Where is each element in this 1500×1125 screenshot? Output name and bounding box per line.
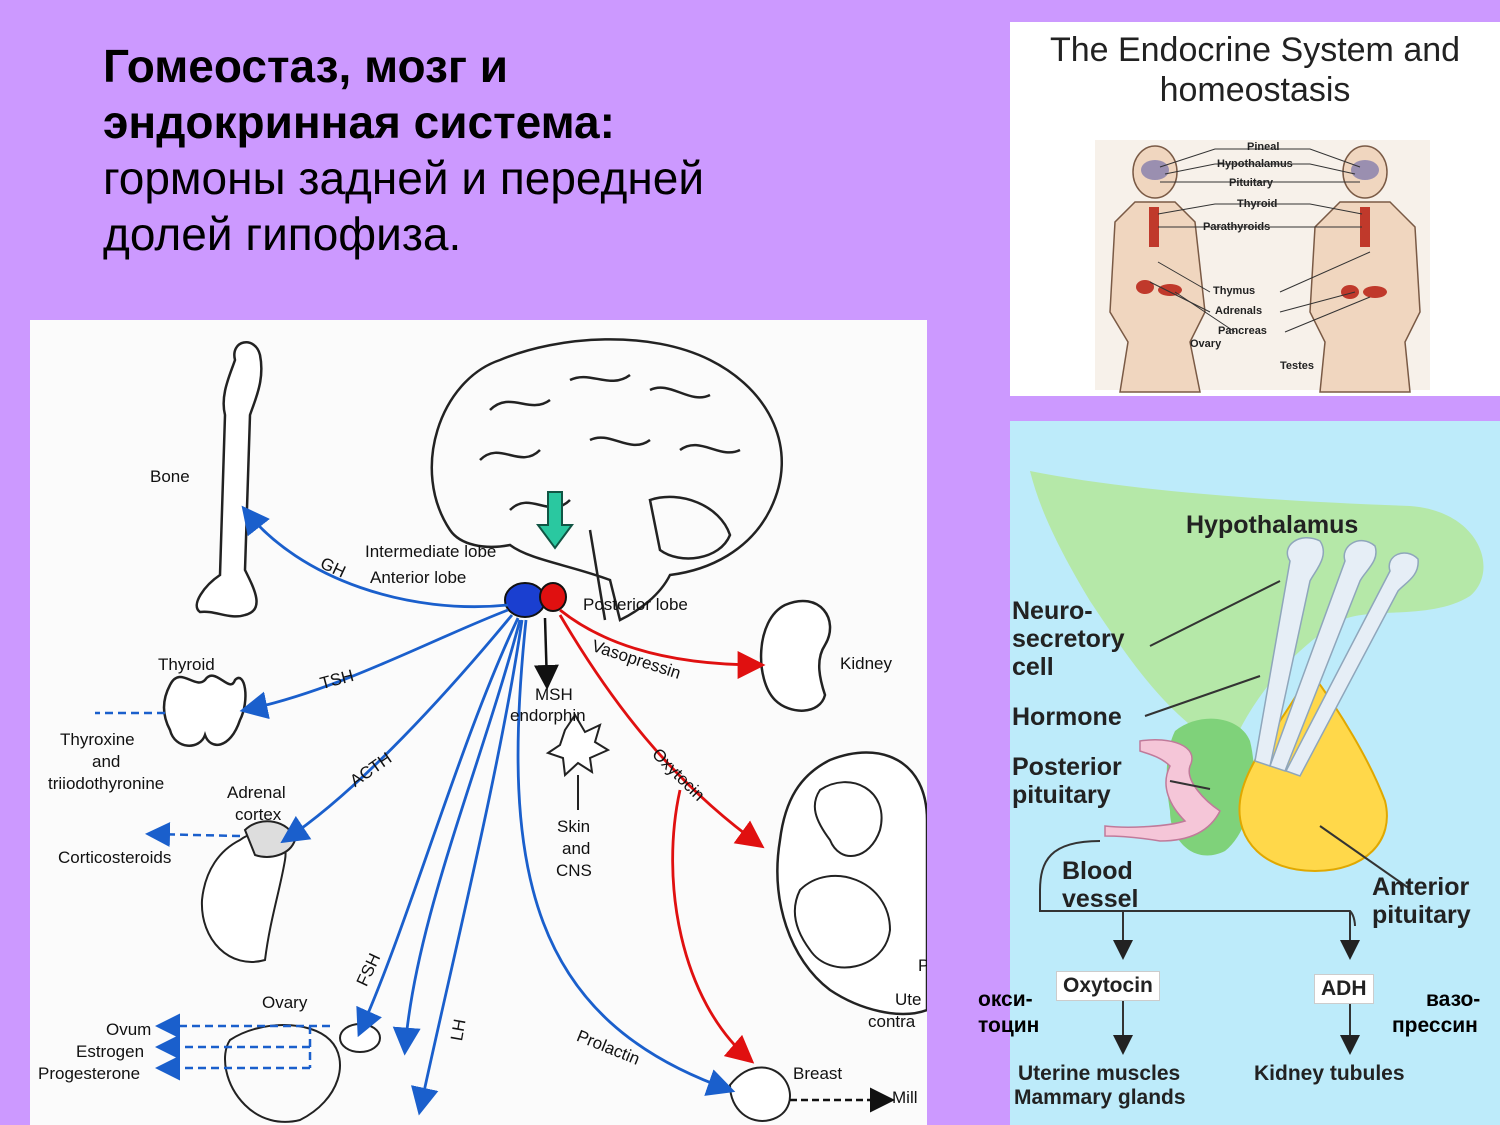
ru-label-vaso-2: прессин xyxy=(1392,1014,1478,1037)
label-cortex: cortex xyxy=(235,805,282,824)
pit-label-mammary: Mammary glands xyxy=(1014,1086,1186,1109)
endo-label-hypothalamus: Hypothalamus xyxy=(1217,158,1293,170)
pit-label-anterior-1: Anterior xyxy=(1372,873,1470,901)
posterior-hormone-arrows xyxy=(558,608,766,1064)
pit-label-posterior-2: pituitary xyxy=(1012,781,1111,809)
endocrine-system-panel: The Endocrine System and homeostasis xyxy=(1010,22,1500,396)
posterior-lobe-red xyxy=(539,582,567,612)
ru-label-oxy-2: тоцин xyxy=(978,1014,1040,1037)
title-line-4: долей гипофиза. xyxy=(103,208,462,260)
label-adrenal: Adrenal xyxy=(227,783,286,802)
pit-label-kidney-tubules: Kidney tubules xyxy=(1254,1062,1405,1085)
anterior-hormone-arrows xyxy=(239,505,736,1116)
label-corticosteroids: Corticosteroids xyxy=(58,848,172,867)
label-bone: Bone xyxy=(150,467,190,486)
label-thyroxine: Thyroxine xyxy=(60,730,135,749)
label-uterine: Ute xyxy=(895,990,922,1009)
hypothalamus-region xyxy=(1030,471,1484,751)
label-progesterone: Progesterone xyxy=(38,1064,141,1083)
uterus-drawing xyxy=(776,751,927,1016)
label-anterior-lobe: Anterior lobe xyxy=(370,568,467,587)
label-estrogen: Estrogen xyxy=(76,1042,145,1061)
title-line-2: эндокринная система: xyxy=(103,96,615,148)
endo-label-pancreas: Pancreas xyxy=(1218,325,1267,337)
pit-label-blood-2: vessel xyxy=(1062,885,1139,913)
endo-label-adrenals: Adrenals xyxy=(1215,305,1263,317)
label-kidney: Kidney xyxy=(840,654,892,673)
title-line-3: гормоны задней и передней xyxy=(103,152,705,204)
pituitary-pointer-arrow xyxy=(536,491,574,550)
skin-cell-drawing xyxy=(545,713,611,778)
endocrine-title-line-2: homeostasis xyxy=(1159,71,1351,109)
label-triiodothyronine: triiodothyronine xyxy=(48,774,165,793)
title-line-1: Гомеостаз, мозг и xyxy=(103,40,509,92)
endo-label-thyroid: Thyroid xyxy=(1237,198,1278,210)
label-skin: Skin xyxy=(557,817,591,836)
pituitary-drawing xyxy=(1030,471,1484,1055)
neurosecretory-cells xyxy=(1254,537,1419,777)
pit-label-neuro-1: Neuro- xyxy=(1012,597,1093,625)
pit-label-posterior-1: Posterior xyxy=(1012,753,1122,781)
pit-box-adh: ADH xyxy=(1314,974,1374,1004)
label-posterior-lobe: Posterior lobe xyxy=(583,595,688,614)
pit-label-uterine: Uterine muscles xyxy=(1018,1062,1181,1085)
pituitary-hormones-diagram: Bone GH Intermediate lobe Anterior lobe … xyxy=(30,320,927,1125)
endocrine-title: The Endocrine System and homeostasis xyxy=(1010,30,1500,110)
pit-box-oxytocin: Oxytocin xyxy=(1056,971,1160,1001)
pit-label-neuro-3: cell xyxy=(1012,653,1054,681)
thyroid-drawing xyxy=(162,674,247,747)
endocrine-bodies-drawing xyxy=(1095,140,1430,393)
female-body xyxy=(1109,145,1206,393)
label-and-2: and xyxy=(562,839,591,858)
label-cns: CNS xyxy=(556,861,592,880)
label-breast: Breast xyxy=(793,1064,843,1083)
label-ovary: Ovary xyxy=(262,993,308,1012)
endocrine-title-line-1: The Endocrine System and xyxy=(1049,31,1461,69)
label-lh: LH xyxy=(447,1017,470,1043)
kidney-drawing xyxy=(759,599,832,712)
blood-vessel xyxy=(1104,739,1221,842)
label-p: P xyxy=(918,956,927,975)
endo-label-thymus: Thymus xyxy=(1213,285,1256,297)
endo-label-testes: Testes xyxy=(1280,360,1315,372)
label-and: and xyxy=(92,752,121,771)
label-intermediate-lobe: Intermediate lobe xyxy=(365,542,497,561)
pit-label-hormone: Hormone xyxy=(1012,703,1122,731)
endo-label-ovary: Ovary xyxy=(1190,338,1222,350)
label-milk: Mill xyxy=(892,1088,918,1107)
bone-drawing xyxy=(195,341,263,618)
pit-label-anterior-2: pituitary xyxy=(1372,901,1471,929)
diagram-drawing xyxy=(95,338,927,1123)
pit-label-neuro-2: secretory xyxy=(1012,625,1125,653)
anterior-lobe-blue xyxy=(504,582,546,618)
endo-label-pituitary: Pituitary xyxy=(1229,177,1274,189)
endo-label-parathyroids: Parathyroids xyxy=(1203,221,1271,233)
label-msh: MSH xyxy=(535,685,573,704)
slide-title: Гомеостаз, мозг и эндокринная система: г… xyxy=(103,38,903,262)
label-endorphin: endorphin xyxy=(510,706,586,725)
ovary-drawing xyxy=(224,1024,341,1123)
brain-drawing xyxy=(430,338,784,622)
ru-label-vaso-1: вазо- xyxy=(1426,988,1481,1011)
breast-drawing xyxy=(728,1066,791,1122)
endo-label-pineal: Pineal xyxy=(1247,141,1280,153)
label-ovum: Ovum xyxy=(106,1020,152,1039)
label-contract: contra xyxy=(868,1012,916,1031)
pit-label-blood-1: Blood xyxy=(1062,857,1133,885)
endocrine-organs xyxy=(1141,160,1379,180)
label-thyroid: Thyroid xyxy=(158,655,215,674)
pituitary-detail-panel: Hypothalamus Neuro- secretory cell Hormo… xyxy=(1010,421,1500,1125)
ru-label-oxy-1: окси- xyxy=(978,988,1033,1011)
pit-label-hypothalamus: Hypothalamus xyxy=(1186,511,1359,539)
